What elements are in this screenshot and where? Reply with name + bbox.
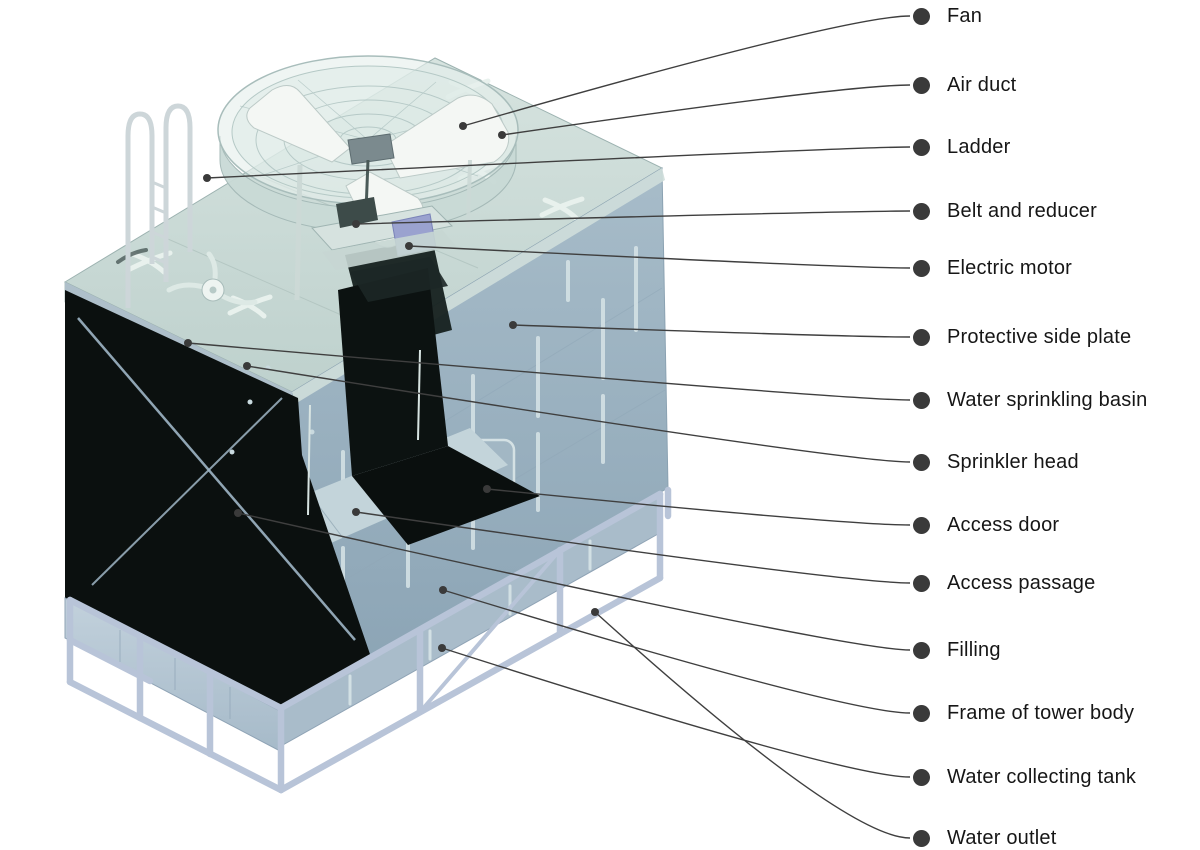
leader-line-protective-side-plate [512, 324, 911, 338]
leader-line-electric-motor [408, 245, 911, 269]
part-label: Ladder [947, 135, 1011, 158]
part-bullet [913, 768, 930, 786]
part-bullet [913, 391, 930, 409]
part-bullet [913, 76, 930, 94]
leader-line-water-sprinkling-basin [187, 342, 911, 401]
leader-line-access-door [486, 488, 911, 526]
part-bullet [913, 516, 930, 534]
belt-reducer-unit [336, 197, 378, 228]
part-label: Electric motor [947, 256, 1073, 279]
basin-sprinkler-rotor [166, 251, 258, 306]
part-row-belt-and-reducer: Belt and reducer [913, 200, 1097, 222]
part-row-filling: Filling [913, 639, 1001, 661]
part-row-sprinkler-head: Sprinkler head [913, 451, 1079, 473]
part-label: Sprinkler head [947, 450, 1079, 473]
part-row-air-duct: Air duct [913, 74, 1016, 96]
part-label: Water outlet [947, 826, 1057, 849]
filling-panels [338, 268, 540, 545]
leader-line-access-passage [355, 511, 911, 584]
part-row-water-outlet: Water outlet [913, 827, 1056, 849]
part-row-water-collecting-tank: Water collecting tank [913, 766, 1136, 788]
leader-line-filling [237, 512, 911, 651]
part-row-fan: Fan [913, 5, 982, 27]
air-duct-ring [219, 135, 517, 233]
part-label: Protective side plate [947, 325, 1132, 348]
part-bullet [913, 641, 930, 659]
part-label: Belt and reducer [947, 199, 1097, 222]
part-label: Filling [947, 638, 1001, 661]
part-row-access-passage: Access passage [913, 572, 1095, 594]
part-label: Air duct [947, 73, 1017, 96]
interior-cutaway [65, 238, 540, 712]
part-bullet [913, 202, 930, 220]
part-row-electric-motor: Electric motor [913, 257, 1072, 279]
part-bullet [913, 829, 930, 847]
leader-line-ladder [206, 146, 911, 179]
part-row-access-door: Access door [913, 514, 1059, 536]
leader-line-frame-of-tower-body [442, 589, 911, 714]
drive-assembly [311, 197, 456, 302]
interior-dark-mass [65, 290, 372, 712]
attach-dots [184, 122, 599, 652]
fan-hub [347, 133, 395, 165]
part-row-water-sprinkling-basin: Water sprinkling basin [913, 389, 1147, 411]
part-row-protective-side-plate: Protective side plate [913, 326, 1131, 348]
part-bullet [913, 138, 930, 156]
part-label: Access door [947, 513, 1060, 536]
part-bullet [913, 704, 930, 722]
part-label: Access passage [947, 571, 1096, 594]
part-row-ladder: Ladder [913, 136, 1010, 158]
leader-line-water-outlet [594, 611, 911, 839]
part-label: Frame of tower body [947, 701, 1135, 724]
part-row-frame-of-tower-body: Frame of tower body [913, 702, 1134, 724]
part-label: Water collecting tank [947, 765, 1137, 788]
part-bullet [913, 574, 930, 592]
part-bullet [913, 328, 930, 346]
leader-line-fan [462, 15, 911, 127]
leader-line-sprinkler-head [246, 365, 911, 463]
part-bullet [913, 7, 930, 25]
leader-line-belt-and-reducer [355, 210, 911, 225]
leader-line-air-duct [501, 84, 911, 136]
part-bullet [913, 453, 930, 471]
part-bullet [913, 259, 930, 277]
part-label: Fan [947, 4, 983, 27]
ladder [125, 103, 193, 308]
leader-line-water-collecting-tank [441, 647, 911, 778]
part-label: Water sprinkling basin [947, 388, 1148, 411]
leader-lines [184, 15, 911, 839]
